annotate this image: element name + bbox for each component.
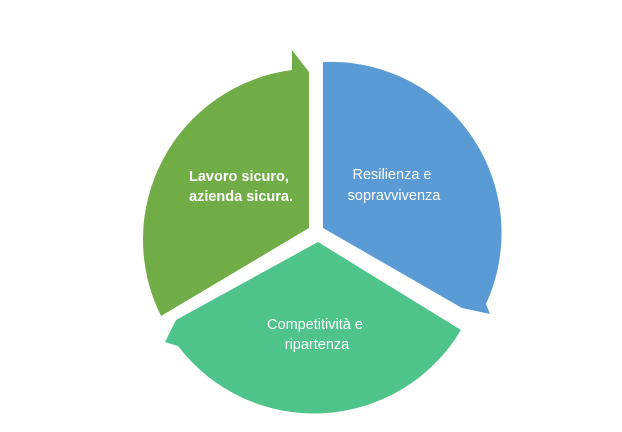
- segment-resilienza-text: Resilienza e sopravvivenza: [348, 167, 442, 204]
- segment-resilienza-line-2: sopravvivenza: [348, 188, 442, 204]
- segment-lavoro-line-1: Lavoro sicuro,: [189, 169, 289, 185]
- segment-competitivita-text: Competitività e ripartenza: [267, 317, 367, 353]
- segment-lavoro-text: Lavoro sicuro, azienda sicura.: [189, 169, 293, 205]
- segment-lavoro: Lavoro sicuro, azienda sicura.: [142, 50, 309, 316]
- segment-competitivita-shape: [165, 242, 461, 414]
- segment-competitivita: Competitività e ripartenza: [165, 242, 461, 414]
- segment-resilienza: Resilienza e sopravvivenza: [323, 61, 502, 315]
- segment-competitivita-line-2: ripartenza: [285, 337, 350, 353]
- segment-competitivita-line-1: Competitività e: [267, 317, 363, 333]
- segment-resilienza-shape: [323, 61, 502, 315]
- segment-resilienza-line-1: Resilienza e: [352, 167, 431, 183]
- segment-lavoro-line-2: azienda sicura.: [189, 189, 293, 205]
- segment-lavoro-shape: [142, 50, 309, 316]
